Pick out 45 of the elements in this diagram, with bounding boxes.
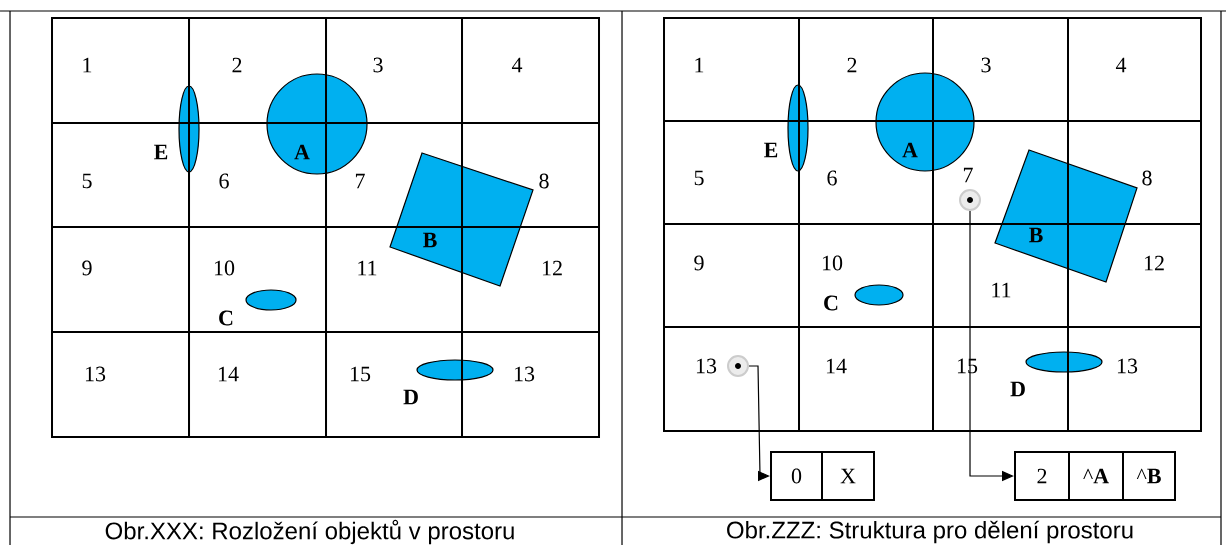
object-letter: B bbox=[423, 232, 437, 248]
cell-number: 7 bbox=[355, 173, 365, 189]
cell-number: 9 bbox=[82, 260, 92, 276]
cell-number: 3 bbox=[373, 57, 383, 73]
figure-caption: Obr.ZZZ: Struktura pro dělení prostoru bbox=[727, 520, 1133, 544]
cell-number: 12 bbox=[1144, 255, 1164, 271]
object-letter: C bbox=[824, 295, 838, 311]
cell-number: 6 bbox=[219, 173, 229, 189]
cell-number: 13 bbox=[514, 366, 535, 382]
cell-number: 1 bbox=[83, 57, 92, 73]
object-letter: D bbox=[403, 389, 418, 405]
record-box: 2 ^A ^B bbox=[1014, 451, 1176, 501]
cell-number: 2 bbox=[847, 57, 857, 73]
cell-number: 3 bbox=[981, 57, 991, 73]
cell-number: 6 bbox=[827, 170, 837, 186]
cell-number: 12 bbox=[542, 260, 562, 276]
cell-number: 14 bbox=[826, 358, 847, 374]
cell-number: 10 bbox=[822, 255, 843, 271]
cell-number: 5 bbox=[694, 170, 704, 186]
cell-number: 11 bbox=[992, 282, 1011, 298]
object-letter: E bbox=[764, 142, 778, 158]
pointer-dot bbox=[727, 355, 749, 377]
cell-number: 2 bbox=[232, 57, 242, 73]
object-letter: A bbox=[294, 144, 310, 160]
object-letter: E bbox=[154, 144, 168, 160]
cell-number: 4 bbox=[511, 57, 523, 73]
pointer-dot bbox=[959, 189, 981, 211]
object-letter: B bbox=[1029, 227, 1043, 243]
cell-number: 13 bbox=[85, 366, 106, 382]
cell-number: 1 bbox=[695, 57, 704, 73]
cell-number: 5 bbox=[82, 173, 92, 189]
cell-number: 11 bbox=[358, 260, 377, 276]
object-letter: D bbox=[1010, 381, 1025, 397]
figure-caption: Obr.XXX: Rozložení objektů v prostoru bbox=[105, 519, 514, 545]
cell-number: 14 bbox=[218, 366, 239, 382]
cell-number: 8 bbox=[1142, 170, 1152, 186]
cell-number: 10 bbox=[214, 260, 235, 276]
object-letter: A bbox=[902, 142, 918, 158]
object-letter: C bbox=[219, 310, 233, 326]
cell-number: 15 bbox=[350, 366, 371, 382]
record-box: 0 X bbox=[770, 451, 875, 501]
cell-number: 8 bbox=[539, 173, 549, 189]
cell-number: 9 bbox=[694, 255, 704, 271]
cell-number: 4 bbox=[1115, 57, 1127, 73]
cell-number: 13 bbox=[1117, 358, 1138, 374]
